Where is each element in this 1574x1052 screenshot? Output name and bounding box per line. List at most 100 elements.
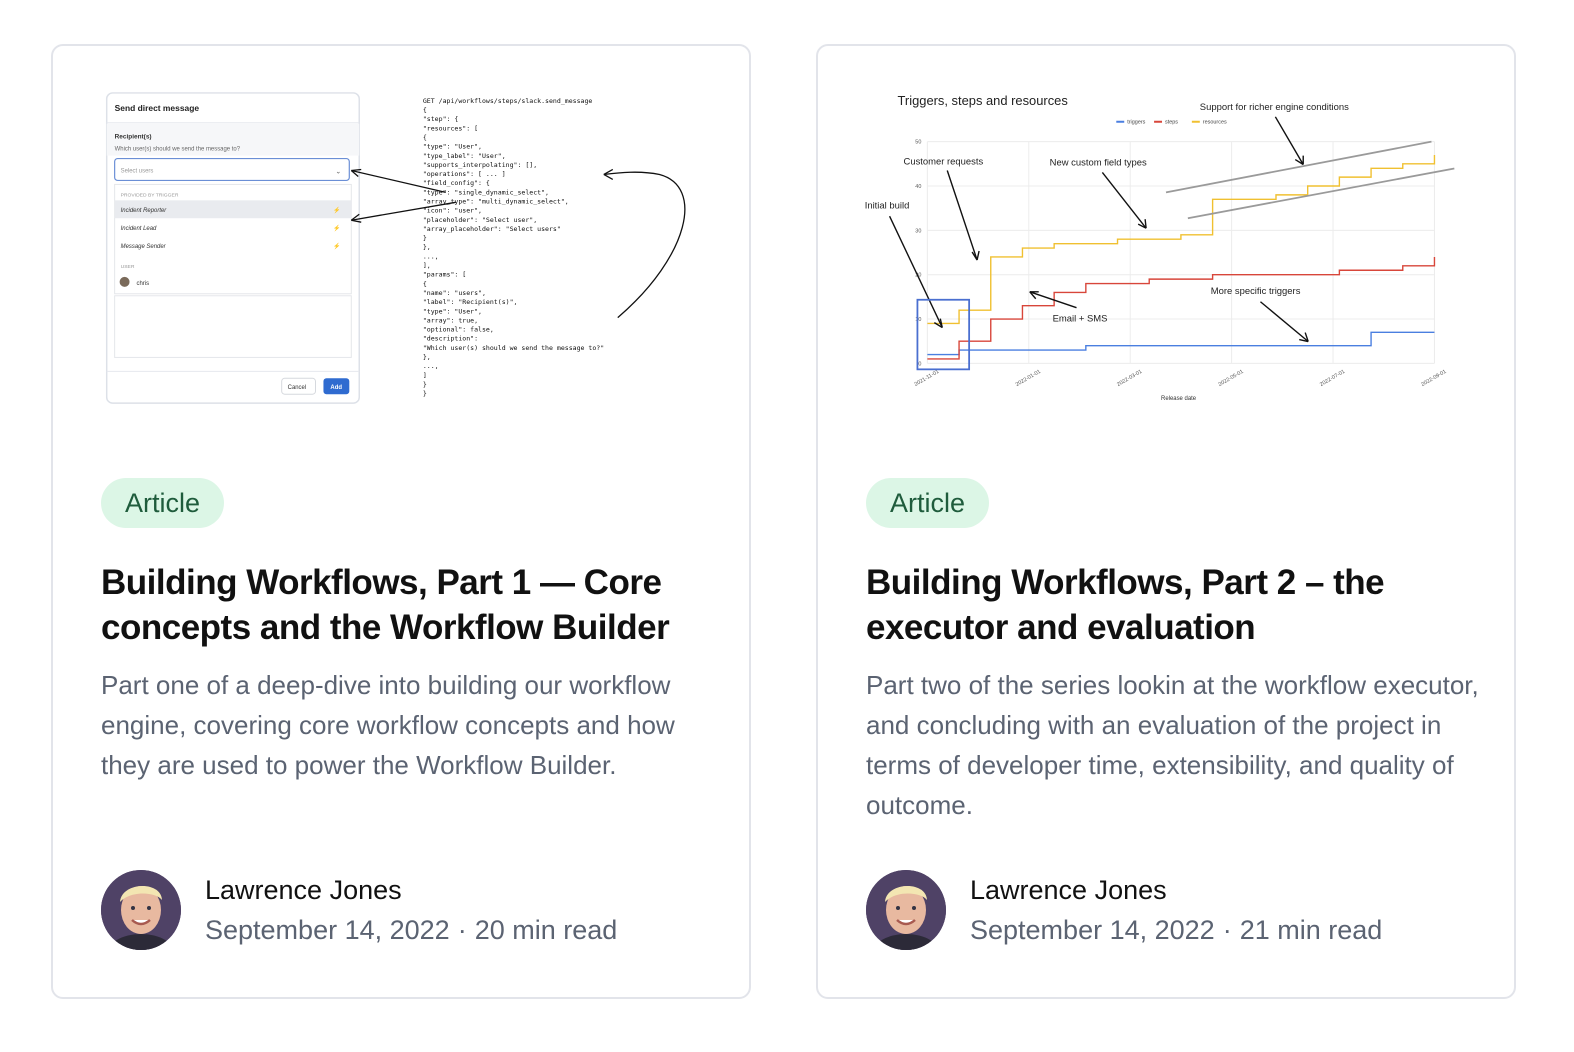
article-card-workflows-part-1[interactable]: Send direct message Recipient(s) Which u… (51, 44, 751, 999)
chart-y-tick-label: 30 (915, 228, 921, 234)
bolt-icon: ⚡ (333, 242, 340, 250)
dialog-cancel-button: Cancel (288, 385, 307, 391)
send-direct-message-dialog-mockup: Send direct message Recipient(s) Which u… (105, 92, 360, 404)
chart-y-tick-label: 40 (915, 184, 921, 190)
code-line: "array": true, (423, 316, 478, 324)
chevron-down-icon: ⌄ (335, 168, 341, 175)
article-description: Part two of the series lookin at the wor… (866, 670, 1479, 820)
author-avatar (866, 870, 946, 950)
author-byline: Lawrence Jones September 14, 2022·20 min… (101, 870, 701, 950)
article-description: Part one of a deep-dive into building ou… (101, 670, 675, 780)
chart-x-tick-label: 2022-09-01 (1420, 369, 1447, 388)
author-byline: Lawrence Jones September 14, 2022·21 min… (866, 870, 1466, 950)
option-incident-reporter: Incident Reporter (121, 208, 168, 214)
chart-title: Triggers, steps and resources (898, 93, 1068, 108)
recipients-field-label: Recipient(s) (115, 134, 152, 141)
chart-x-tick-label: 2021-11-01 (913, 369, 940, 388)
code-line: "type": "User", (423, 143, 482, 151)
chart-y-tick-label: 10 (915, 317, 921, 323)
legend-label-resources: resources (1203, 120, 1227, 126)
code-line: { (423, 106, 427, 114)
author-name[interactable]: Lawrence Jones (970, 875, 1167, 905)
api-response-code-block: GET /api/workflows/steps/slack.send_mess… (423, 97, 604, 398)
option-incident-lead: Incident Lead (121, 226, 157, 232)
code-line: } (423, 380, 427, 388)
code-line: "type_label": "User", (423, 152, 506, 160)
meta-separator: · (457, 915, 467, 945)
chart-series-resources (927, 154, 1436, 325)
chart-x-axis-label: Release date (1161, 396, 1197, 402)
dialog-add-button: Add (330, 385, 342, 391)
option-user-chris: chris (137, 281, 150, 287)
bolt-icon: ⚡ (333, 224, 340, 232)
article-thumbnail-workflow-builder: Send direct message Recipient(s) Which u… (105, 92, 686, 404)
code-line: GET /api/workflows/steps/slack.send_mess… (423, 97, 593, 105)
group-user: USER (121, 264, 135, 270)
chart-y-tick-label: 50 (915, 140, 921, 146)
read-time: 20 min read (474, 915, 618, 945)
annotation-richer-engine-conditions: Support for richer engine conditions (1200, 102, 1349, 113)
annotation-new-custom-field-types: New custom field types (1050, 158, 1147, 169)
code-line: "supports_interpolating": [], (423, 161, 537, 169)
annotation-email-sms: Email + SMS (1053, 314, 1108, 325)
code-line: { (423, 133, 427, 141)
chart-series-steps (927, 256, 1436, 360)
annotation-initial-build: Initial build (865, 200, 910, 211)
code-line: "params": [ (423, 271, 466, 279)
code-line: ..., (423, 362, 439, 370)
author-avatar (101, 870, 181, 950)
recipients-field-help: Which user(s) should we send the message… (115, 147, 241, 153)
article-title[interactable]: Building Workflows, Part 2 – the executo… (866, 563, 1385, 647)
chart-grid (926, 141, 1435, 364)
article-badge: Article (101, 478, 225, 528)
chart-x-tick-label: 2022-07-01 (1319, 369, 1346, 388)
publish-date: September 14, 2022 (970, 915, 1215, 945)
read-time: 21 min read (1239, 915, 1383, 945)
legend-label-triggers: triggers (1127, 120, 1145, 126)
chart-x-tick-label: 2022-01-01 (1015, 369, 1042, 388)
code-line: "step": { (423, 115, 459, 123)
code-line: } (423, 390, 427, 398)
code-line: "array_type": "multi_dynamic_select", (423, 198, 569, 206)
article-badge: Article (866, 478, 990, 528)
option-message-sender: Message Sender (121, 244, 167, 250)
code-line: "placeholder": "Select user", (423, 216, 537, 224)
code-line: "type": "single_dynamic_select", (423, 188, 549, 196)
code-line: "operations": [ ... ] (423, 170, 506, 178)
article-title[interactable]: Building Workflows, Part 1 — Core concep… (101, 563, 670, 647)
code-line: "array_placeholder": "Select users" (423, 225, 561, 233)
code-line: }, (423, 353, 431, 361)
code-line: ] (423, 371, 427, 379)
chart-x-tick-label: 2022-05-01 (1218, 369, 1245, 388)
chart-series-lines (927, 154, 1436, 360)
code-line: "description": (423, 335, 478, 343)
chart-y-tick-label: 0 (918, 361, 921, 367)
article-thumbnail-chart: Triggers, steps and resources triggers st… (865, 93, 1455, 402)
chart-annotations: Initial build Customer requests New cust… (865, 102, 1455, 371)
chart-legend: triggers steps resources (1116, 120, 1227, 126)
code-line: "label": "Recipient(s)", (423, 298, 518, 306)
article-card-workflows-part-2[interactable]: Triggers, steps and resources triggers st… (816, 44, 1516, 999)
code-line: { (423, 280, 427, 288)
legend-label-steps: steps (1165, 120, 1178, 126)
meta-separator: · (1222, 915, 1232, 945)
code-line: "Which user(s) should we send the messag… (423, 344, 604, 352)
dialog-title: Send direct message (115, 103, 200, 113)
group-provided-by-trigger: PROVIDED BY TRIGGER (121, 192, 179, 198)
code-line: "resources": [ (423, 124, 478, 132)
bolt-icon: ⚡ (333, 206, 340, 214)
article-meta: September 14, 2022·21 min read (970, 914, 1382, 946)
author-name[interactable]: Lawrence Jones (205, 875, 402, 905)
article-meta: September 14, 2022·20 min read (205, 914, 617, 946)
annotation-customer-requests: Customer requests (904, 157, 984, 168)
code-line: "name": "users", (423, 289, 486, 297)
chart-x-tick-label: 2022-03-01 (1116, 369, 1143, 388)
hand-drawn-arrows (350, 168, 686, 319)
code-line: "icon": "user", (423, 207, 482, 215)
code-line: "field_config": { (423, 179, 490, 187)
publish-date: September 14, 2022 (205, 915, 450, 945)
code-line: ], (423, 262, 431, 270)
user-avatar-icon (119, 276, 130, 287)
code-line: "optional": false, (423, 326, 494, 334)
select-users-placeholder: Select users (121, 168, 154, 174)
